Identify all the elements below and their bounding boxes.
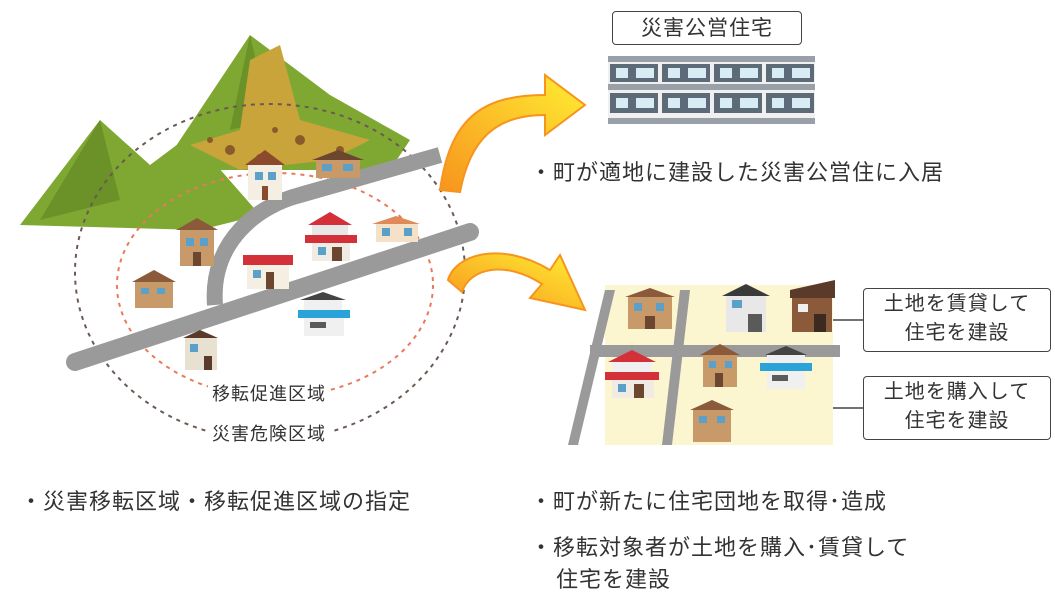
house xyxy=(298,292,350,336)
house xyxy=(132,270,176,308)
purchase-build-label: 土地を購入して 住宅を建設 xyxy=(863,376,1051,440)
disaster-danger-zone-label: 災害危険区域 xyxy=(208,420,330,446)
house xyxy=(690,400,734,442)
public-housing-label: 災害公営住宅 xyxy=(612,11,802,45)
house xyxy=(700,344,740,387)
house xyxy=(605,350,659,398)
houses-housing-estate xyxy=(605,280,835,442)
house xyxy=(760,346,812,389)
purchase-build-label-line2: 住宅を建設 xyxy=(904,408,1010,432)
lease-build-label-line2: 住宅を建設 xyxy=(904,320,1010,344)
roads-danger-zone xyxy=(66,147,479,371)
house xyxy=(243,255,293,289)
arrow-to-public-housing xyxy=(438,73,587,194)
house xyxy=(305,212,357,261)
lease-build-label: 土地を賃貸して 住宅を建設 xyxy=(863,288,1051,352)
house xyxy=(176,218,218,266)
house xyxy=(372,216,420,242)
right-caption-2-line2: 住宅を建設 xyxy=(556,568,672,593)
right-caption-1: ・町が新たに住宅団地を取得･造成 xyxy=(530,490,888,515)
house xyxy=(625,288,675,329)
arrow-to-housing-estate xyxy=(446,252,587,312)
house xyxy=(790,280,835,332)
house xyxy=(183,330,218,370)
house xyxy=(722,284,770,332)
purchase-build-label-line1: 土地を購入して xyxy=(883,379,1031,403)
house xyxy=(312,150,364,178)
public-housing-building xyxy=(608,56,815,124)
lease-build-label-line1: 土地を賃貸して xyxy=(883,291,1031,315)
houses-danger-zone xyxy=(132,150,420,370)
public-housing-caption: ・町が適地に建設した災害公営住に入居 xyxy=(530,161,945,186)
house xyxy=(245,150,285,200)
right-caption-2-line1: ・移転対象者が土地を購入･賃貸して xyxy=(530,536,910,561)
mountains xyxy=(20,35,410,230)
left-caption: ・災害移転区域・移転促進区域の指定 xyxy=(20,490,412,515)
relocation-promotion-zone-label: 移転促進区域 xyxy=(208,380,330,406)
